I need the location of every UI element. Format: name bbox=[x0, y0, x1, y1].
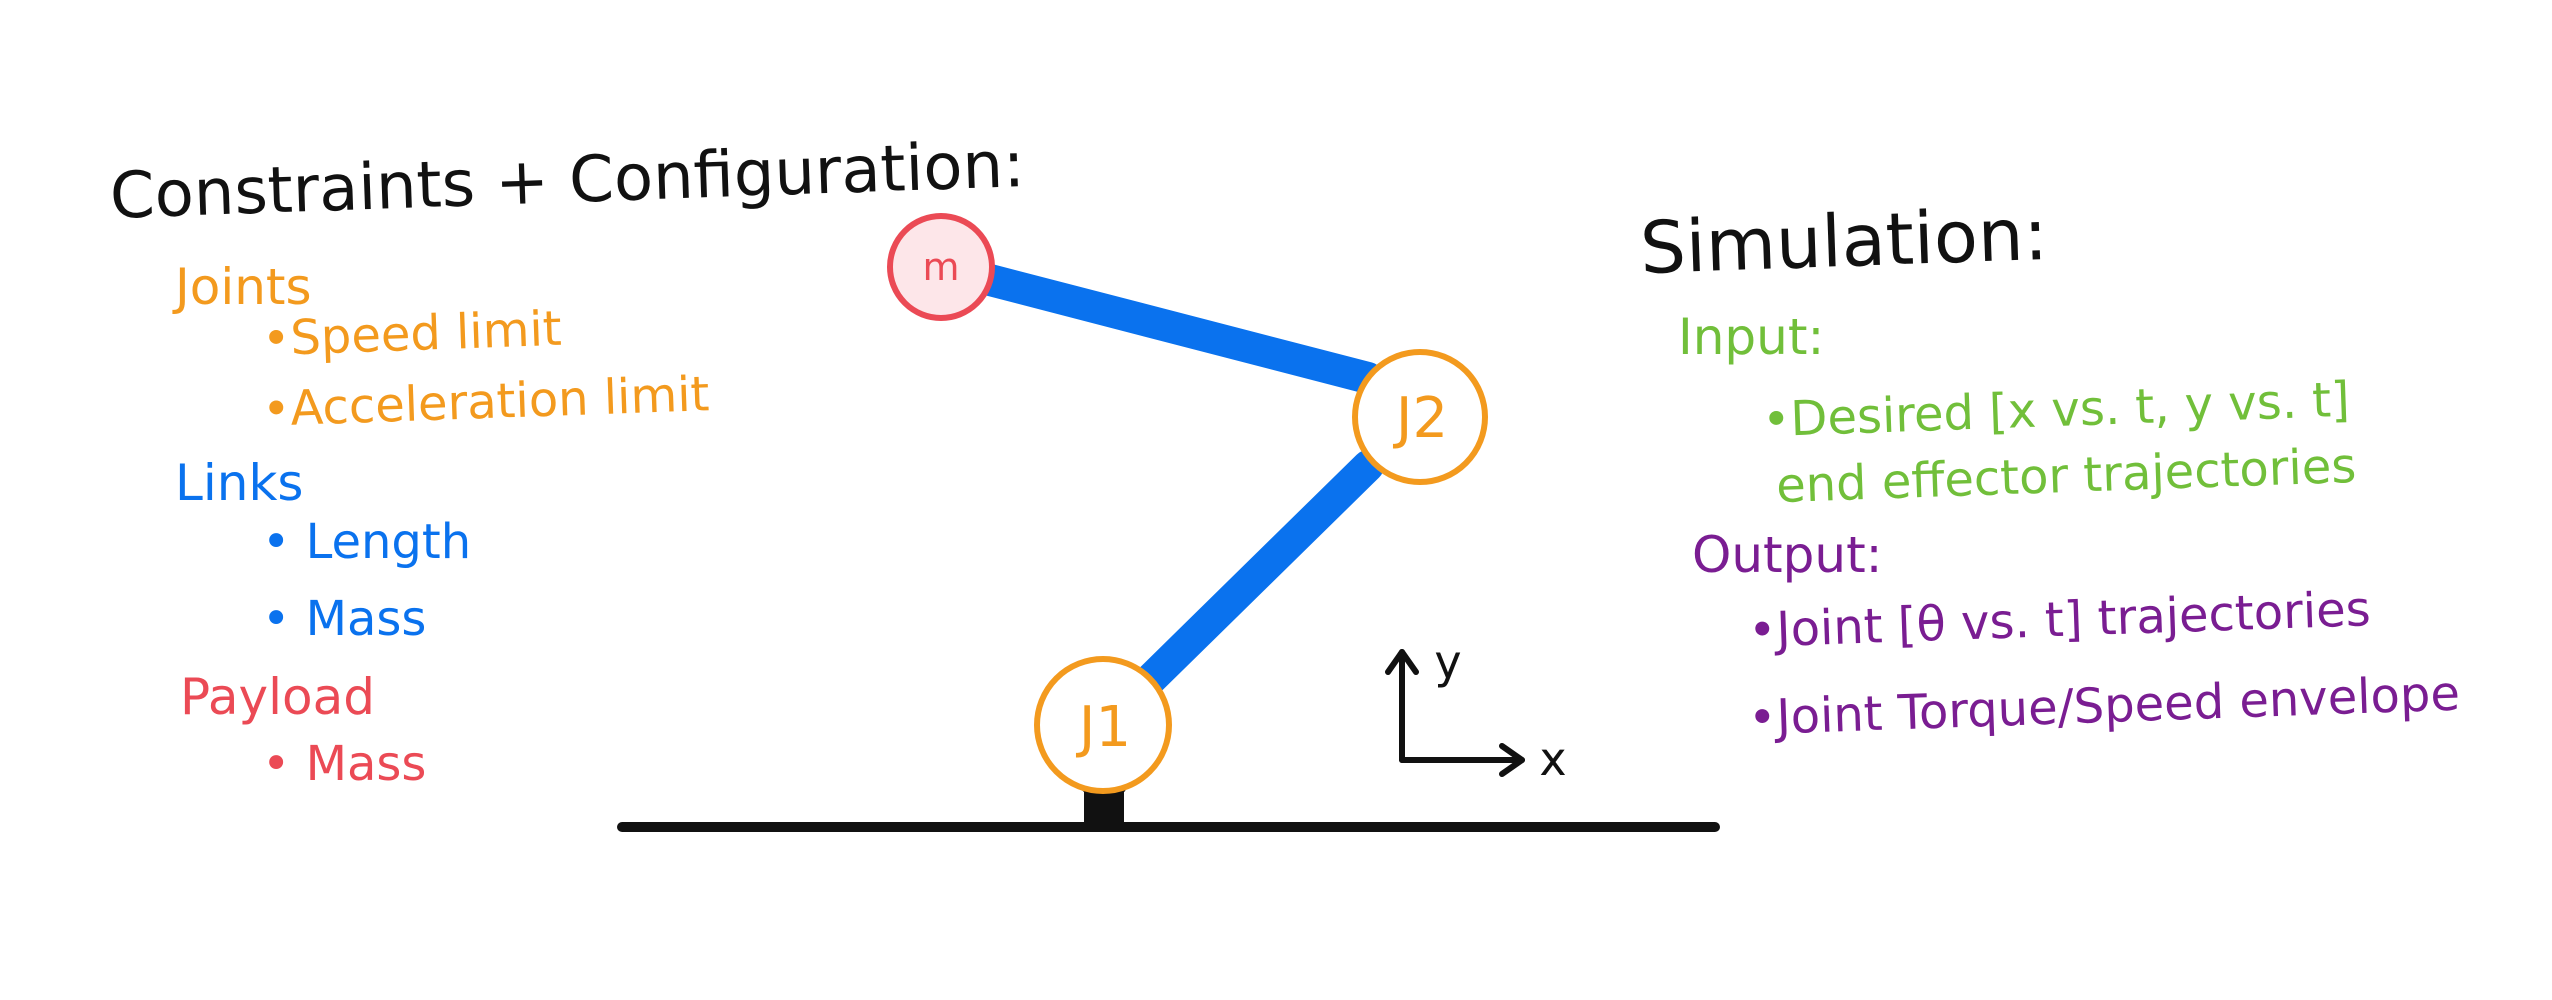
payload-heading: Payload bbox=[180, 668, 375, 726]
links-item-length: • Length bbox=[262, 514, 472, 570]
link-upper bbox=[974, 264, 1384, 394]
base-mount bbox=[1084, 790, 1124, 826]
output-heading: Output: bbox=[1692, 526, 1883, 584]
coordinate-axes bbox=[1385, 649, 1525, 777]
axis-x-label: x bbox=[1539, 732, 1566, 786]
links-heading: Links bbox=[175, 454, 304, 512]
joints-heading: Joints bbox=[175, 258, 312, 316]
joint-1-circle bbox=[1034, 656, 1172, 794]
input-heading: Input: bbox=[1678, 308, 1825, 366]
links-item-mass: • Mass bbox=[262, 591, 427, 647]
payload-mass-circle bbox=[887, 213, 995, 321]
joint-2-circle bbox=[1352, 349, 1488, 485]
joint-1-label: J1 bbox=[1076, 695, 1131, 760]
link-lower bbox=[1134, 450, 1384, 696]
axis-y-label: y bbox=[1434, 635, 1461, 689]
payload-mass-label: m bbox=[922, 245, 959, 289]
joint-2-label: J2 bbox=[1393, 386, 1448, 451]
payload-item-mass: • Mass bbox=[262, 736, 427, 792]
simulation-title: Simulation: bbox=[1638, 191, 2050, 291]
